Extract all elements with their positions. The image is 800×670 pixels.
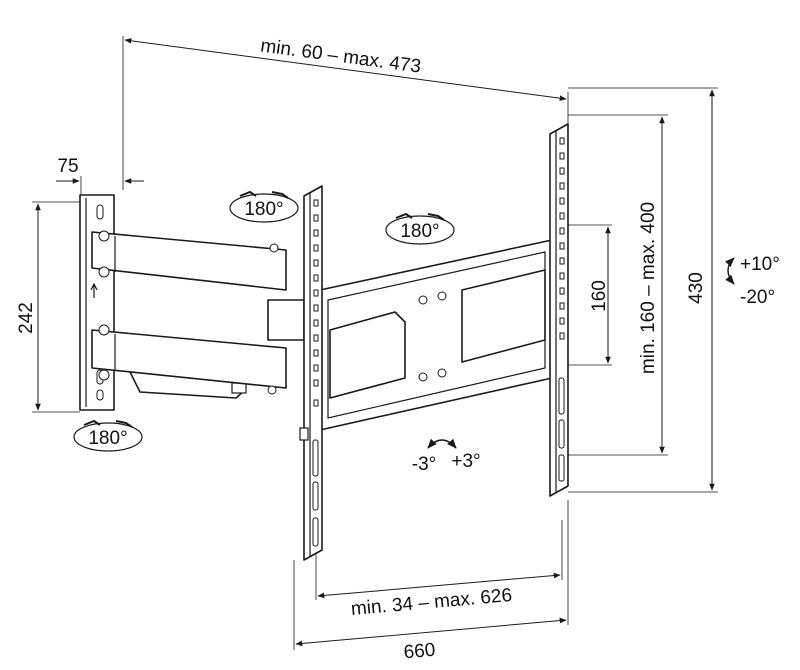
tilt-up-label: +10°	[740, 254, 780, 275]
upper-arm	[91, 230, 287, 291]
depth-range-label: min. 60 – max. 473	[259, 35, 422, 77]
tilt-indicator: +10° -20°	[724, 254, 780, 308]
level-adjustment-indicator: -3° +3°	[412, 438, 481, 475]
swivel-badge-top-center: 180°	[385, 212, 455, 245]
dimension-plate-depth: 75	[56, 156, 144, 196]
level-right-label: +3°	[451, 451, 480, 472]
rail-height-label: 430	[686, 272, 707, 304]
dimension-vesa-vertical: min. 160 – max. 400	[568, 114, 668, 456]
rotation-arrow-icon	[239, 190, 257, 197]
dimension-rail-height: 430	[568, 87, 718, 493]
vesa-min-label: 160	[589, 280, 610, 312]
swivel-badge-bottom-left: 180°	[73, 419, 143, 452]
rotation-arrow-icon	[83, 419, 101, 426]
vesa-vertical-label: min. 160 – max. 400	[638, 202, 659, 374]
tilt-down-label: -20°	[740, 287, 775, 308]
dimension-vesa-min: 160	[568, 224, 612, 366]
lower-arm	[91, 324, 287, 395]
pivot-block	[267, 299, 305, 341]
dimension-depth-range: min. 60 – max. 473	[122, 35, 569, 190]
tilt-arrow-icon	[724, 257, 735, 285]
rotation-arrow-icon	[427, 213, 445, 221]
swivel-badge-top-left: 180°	[229, 190, 299, 223]
rotation-arrow-icon	[395, 212, 413, 219]
plate-depth-label: 75	[57, 156, 78, 177]
vesa-horizontal-label: min. 34 – max. 626	[350, 585, 513, 620]
total-width-label: 660	[403, 640, 436, 664]
dimension-vesa-horizontal: min. 34 – max. 626	[315, 520, 563, 620]
right-vertical-rail	[549, 123, 569, 497]
rotation-arrow-icon	[271, 191, 289, 199]
wall-plate	[79, 194, 115, 411]
center-frame	[319, 239, 553, 431]
level-arrow-icon	[427, 438, 457, 449]
left-vertical-rail	[299, 185, 323, 561]
dimension-total-width: 660	[293, 500, 569, 664]
level-left-label: -3°	[412, 454, 437, 475]
plate-height-label: 242	[16, 302, 37, 334]
dimension-plate-height: 242	[16, 201, 80, 413]
swivel-bottom-left-label: 180°	[88, 428, 127, 449]
swivel-top-center-label: 180°	[400, 221, 439, 242]
swivel-top-left-label: 180°	[244, 199, 283, 220]
rotation-arrow-icon	[115, 420, 133, 428]
